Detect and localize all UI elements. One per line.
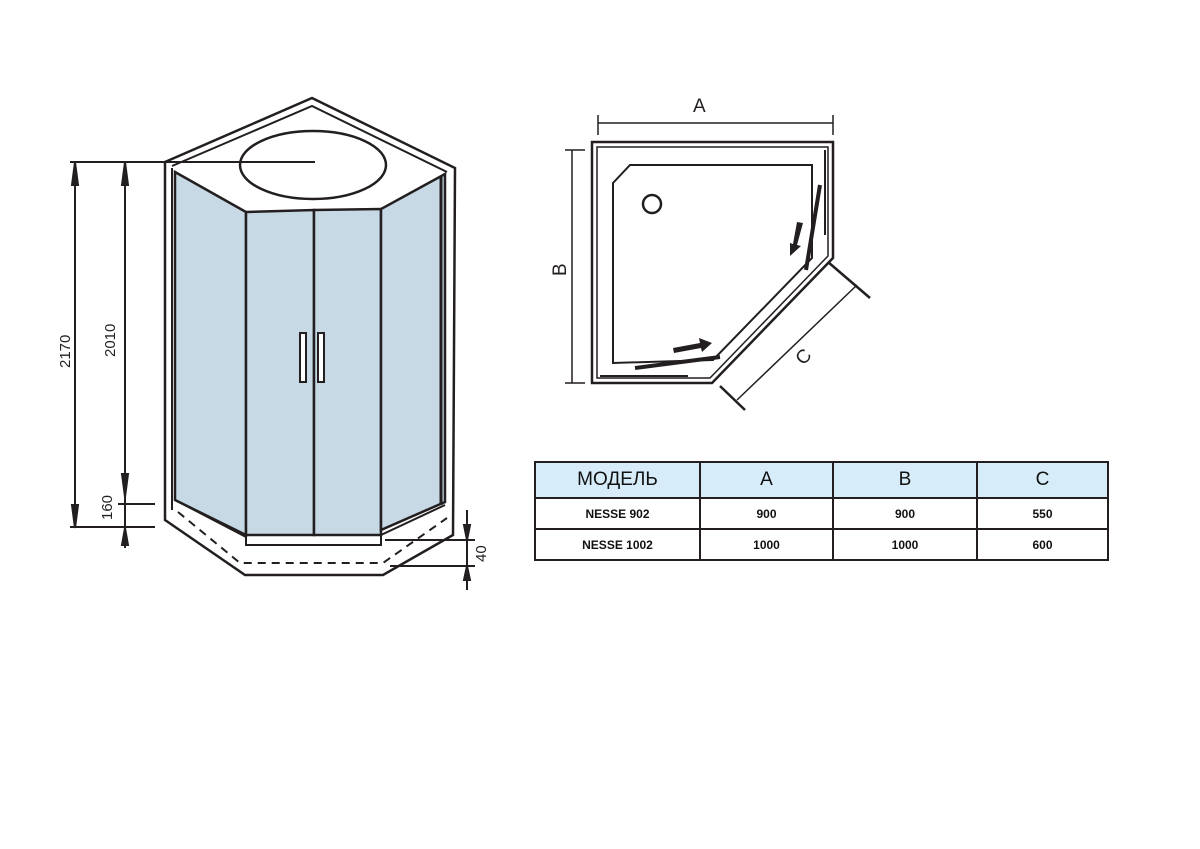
header-a: A <box>699 461 834 499</box>
header-b: B <box>832 461 978 499</box>
header-c: C <box>976 461 1109 499</box>
front-view-shower-cabin <box>163 96 457 577</box>
right-door-handle <box>317 332 325 383</box>
plan-label-c: C <box>792 345 817 370</box>
plan-tray <box>612 164 813 365</box>
table-header-row: МОДЕЛЬ A B C <box>534 461 1109 499</box>
table-row: NESSE 1002 1000 1000 600 <box>534 528 1109 561</box>
shower-tray <box>174 499 446 546</box>
dim-tray-height: 160 <box>99 495 116 520</box>
cell-model: NESSE 902 <box>534 497 701 530</box>
cell-c: 550 <box>976 497 1109 530</box>
drain-icon <box>641 193 663 215</box>
roof-dome <box>238 129 388 201</box>
table-row: NESSE 902 900 900 550 <box>534 497 1109 530</box>
plan-label-a: A <box>693 96 706 117</box>
header-model: МОДЕЛЬ <box>534 461 701 499</box>
left-door-handle <box>299 332 307 383</box>
arrow-right-icon <box>673 338 712 353</box>
cell-model: NESSE 1002 <box>534 528 701 561</box>
front-dimension-lines <box>70 161 475 590</box>
dim-cabin-height: 2010 <box>102 324 119 357</box>
dim-tray-offset: 40 <box>473 545 490 562</box>
cell-c: 600 <box>976 528 1109 561</box>
cell-a: 900 <box>699 497 834 530</box>
model-dimensions-table: МОДЕЛЬ A B C NESSE 902 900 900 550 NESSE… <box>534 461 1109 561</box>
left-glass-panel <box>173 169 248 538</box>
arrow-down-icon <box>790 222 803 256</box>
cell-b: 1000 <box>832 528 978 561</box>
right-glass-panel <box>379 171 447 532</box>
plan-view <box>565 115 871 411</box>
plan-label-b: B <box>550 263 571 276</box>
dim-total-height: 2170 <box>57 335 74 368</box>
cell-a: 1000 <box>699 528 834 561</box>
plan-outer-outline <box>590 140 835 385</box>
door-sliding-arrows <box>673 222 803 353</box>
cell-b: 900 <box>832 497 978 530</box>
